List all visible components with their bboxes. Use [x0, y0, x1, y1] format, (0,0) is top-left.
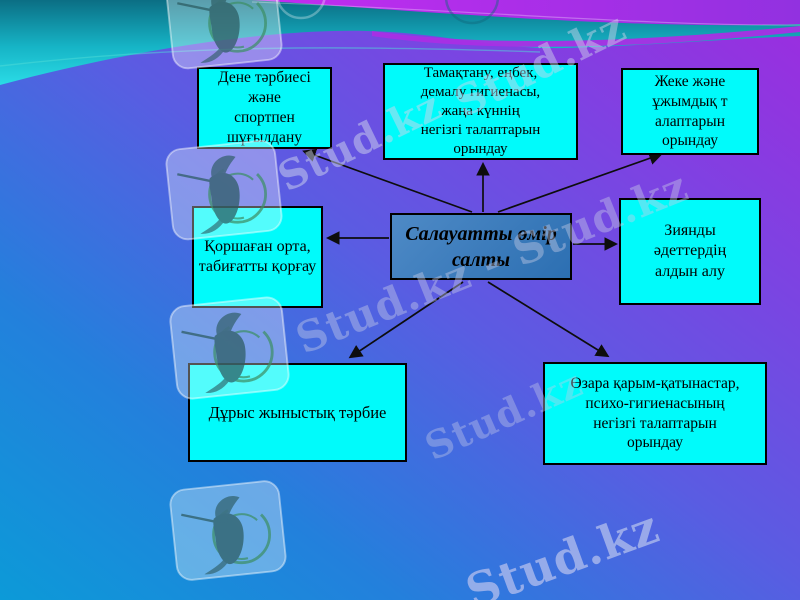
circle-swirl-watermark-icon — [444, 0, 500, 25]
diagram-node-top-left: Дене тәрбиесі және спортпен шұғылдану — [197, 67, 332, 149]
diagram-node-bottom-right: Өзара қарым-қатынастар, психо-гигиенасын… — [543, 362, 767, 465]
connector-arrow — [348, 281, 464, 359]
connector-arrow — [487, 281, 610, 358]
connector-arrow — [302, 148, 473, 213]
diagram-node-bottom-left: Дұрыс жыныстық тәрбие — [188, 363, 407, 462]
node-label: Дұрыс жыныстық тәрбие — [208, 402, 387, 422]
circle-swirl-watermark-icon — [276, 0, 326, 20]
diagram-node-top-right: Жеке және ұжымдық т алаптарын орындау — [621, 68, 759, 155]
node-label: Қоршаған орта, табиғатты қорғау — [198, 237, 317, 275]
center-node-label: Салауатты өмір салты — [405, 222, 557, 271]
diagram-center-node: Салауатты өмір салты — [390, 213, 572, 280]
node-label: Өзара қарым-қатынастар, психо-гигиенасын… — [570, 374, 740, 452]
node-label: Зиянды әдеттердің алдын алу — [653, 221, 727, 280]
diagram-node-middle-right: Зиянды әдеттердің алдын алу — [619, 198, 761, 305]
stud-kz-watermark-text: Stud.kz — [458, 499, 667, 600]
node-label: Тамақтану, еңбек, демалу гигиенасы, жаңа… — [420, 64, 541, 158]
hummingbird-logo-icon — [167, 476, 289, 584]
diagram-node-middle-left: Қоршаған орта, табиғатты қорғау — [192, 206, 323, 308]
diagram-node-top-middle: Тамақтану, еңбек, демалу гигиенасы, жаңа… — [383, 63, 578, 160]
node-label: Жеке және ұжымдық т алаптарын орындау — [652, 72, 728, 150]
node-label: Дене тәрбиесі және спортпен шұғылдану — [218, 69, 311, 146]
